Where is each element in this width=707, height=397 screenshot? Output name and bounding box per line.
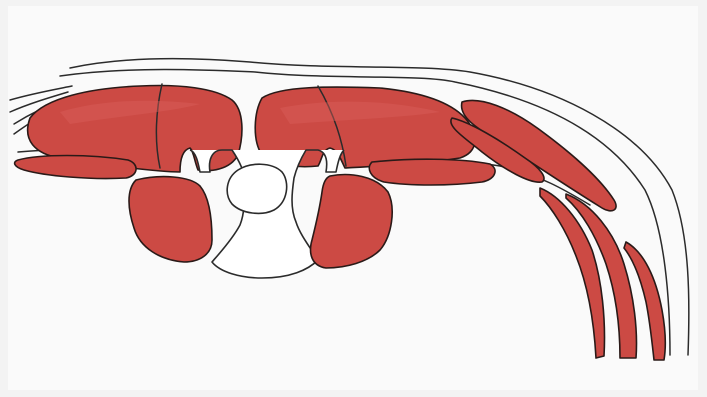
vertebral-canal — [227, 164, 286, 213]
right-lateral-muscle — [369, 159, 495, 185]
